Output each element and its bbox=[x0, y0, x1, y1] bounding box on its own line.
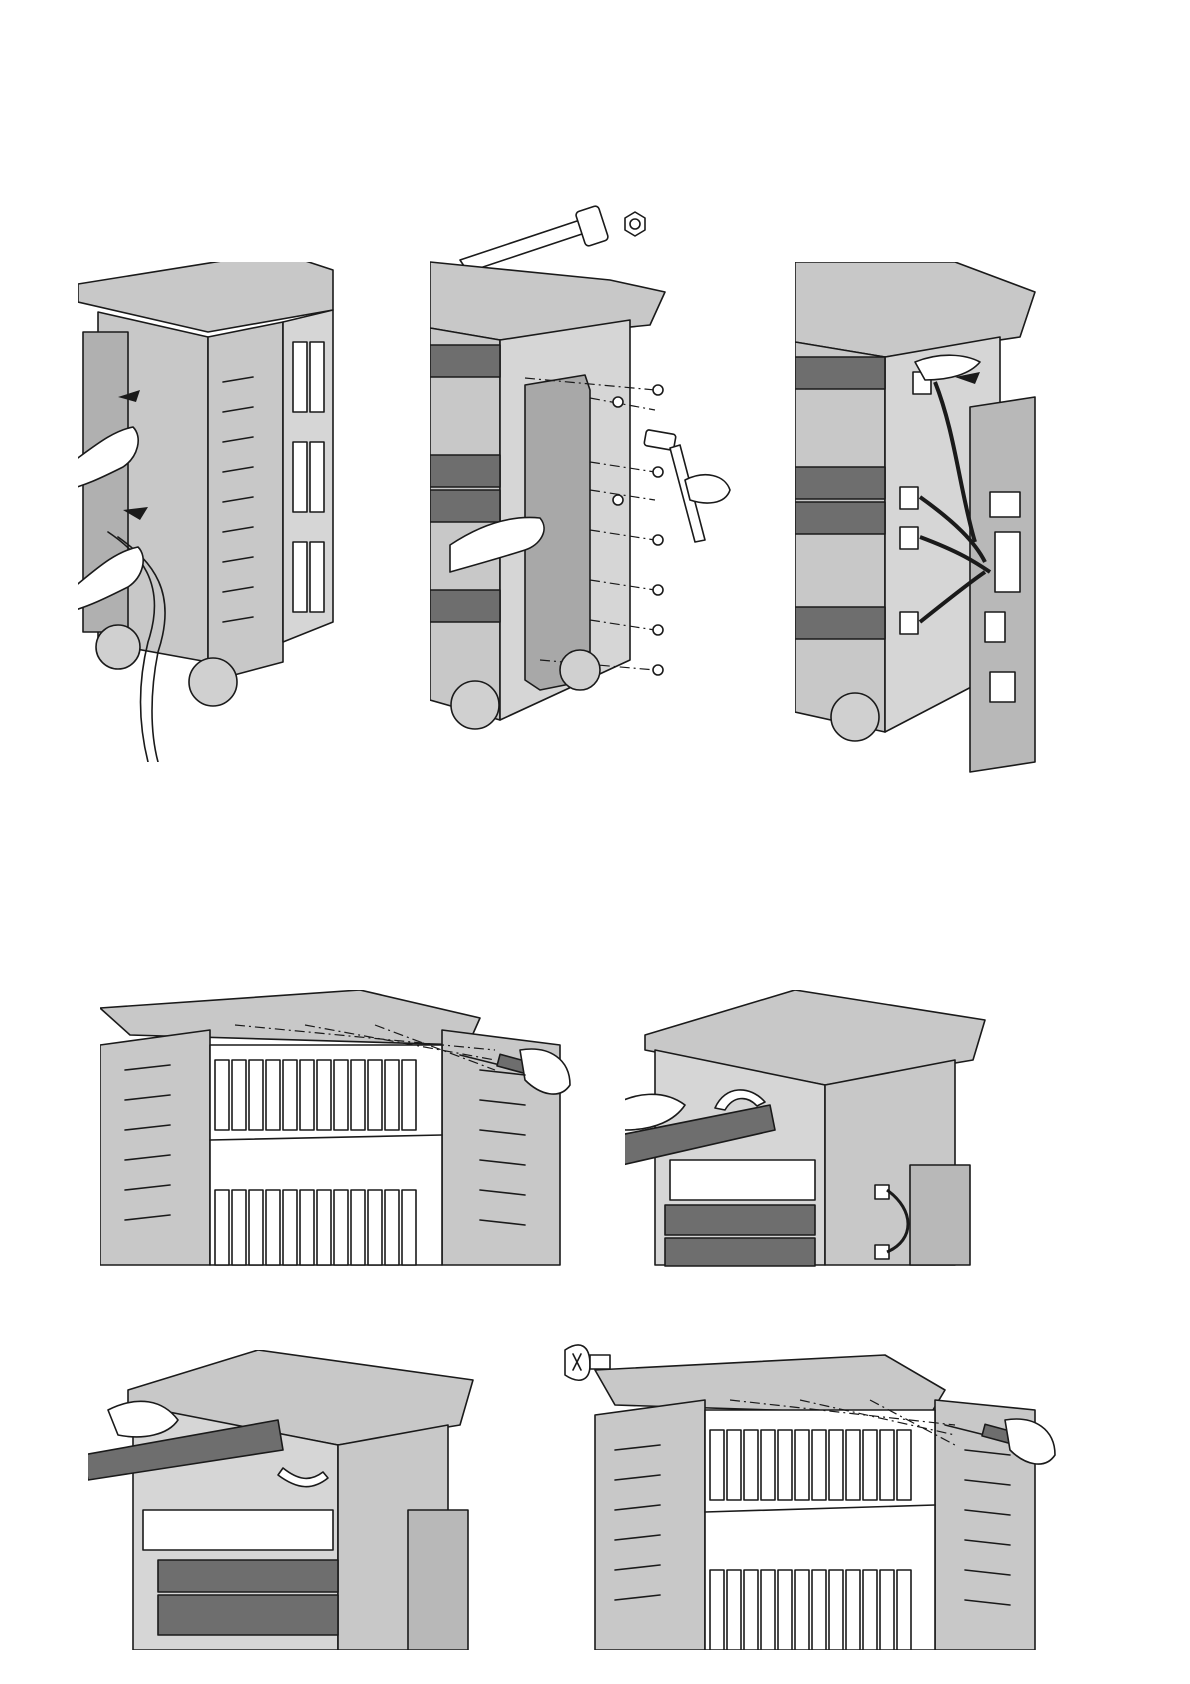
cart-connector-disconnect-illustration bbox=[795, 262, 1075, 802]
cart-power-cord-unplug-illustration bbox=[78, 262, 368, 762]
cart-cable-cover-removal-illustration bbox=[430, 200, 795, 800]
cart-shelf-screw-install-illustration bbox=[555, 1340, 1140, 1650]
cart-outlet-strip-removal-illustration bbox=[625, 990, 1055, 1290]
cart-shelf-screw-removal-illustration bbox=[100, 990, 610, 1290]
cart-outlet-strip-install-illustration bbox=[88, 1350, 528, 1650]
socket-wrench-icon bbox=[460, 205, 645, 272]
